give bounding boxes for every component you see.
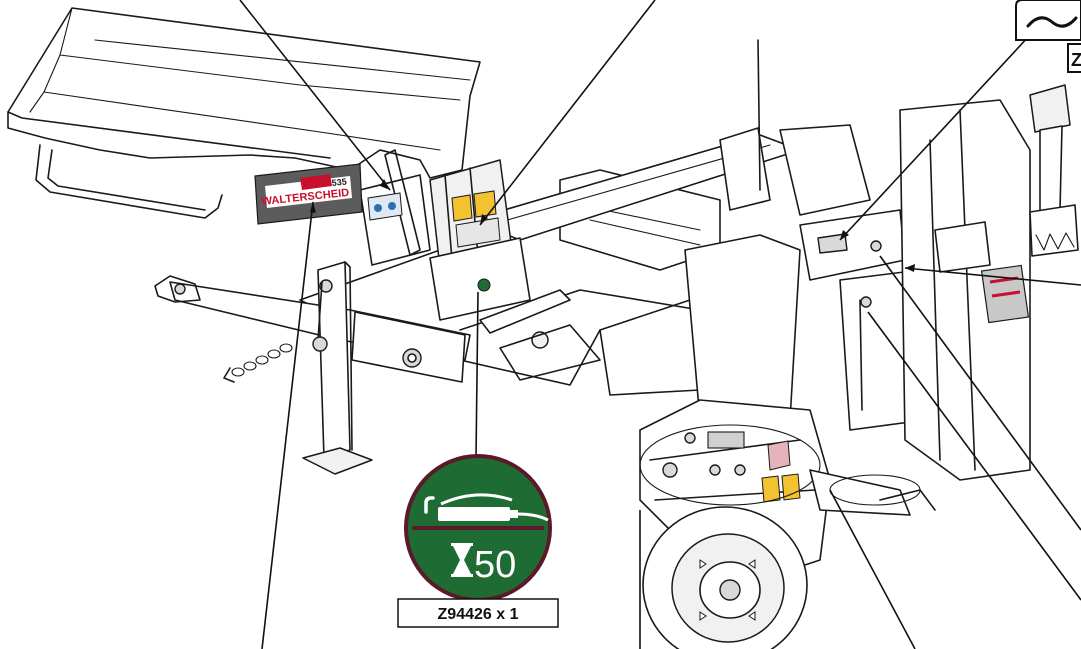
jack-stand [302, 261, 373, 475]
grease-gun-icon [424, 493, 549, 522]
wheel [642, 506, 808, 649]
wedge-tower [684, 39, 926, 431]
wave-icon [1026, 16, 1078, 28]
grease-interval-value: 50 [474, 544, 516, 586]
model-code-text: 535 [331, 176, 347, 188]
callout-box-top-right: Z [1015, 0, 1081, 73]
safety-decal-blue [367, 192, 403, 221]
partial-part-code: Z [1071, 50, 1081, 70]
safety-chain [223, 343, 293, 383]
leader-lines [239, 0, 1081, 649]
part-number-text: Z94426 x 1 [438, 606, 519, 623]
control-box-wheel [639, 399, 936, 649]
grease-interval-badge: 50 [404, 454, 552, 602]
grease-point-marker [477, 278, 491, 292]
hourglass-icon [451, 543, 473, 577]
infeed-table [7, 7, 481, 219]
outfeed-assembly [899, 84, 1079, 481]
part-number-box: Z94426 x 1 [397, 598, 559, 628]
brand-decal: WALTERSCHEID 535 [254, 163, 363, 225]
